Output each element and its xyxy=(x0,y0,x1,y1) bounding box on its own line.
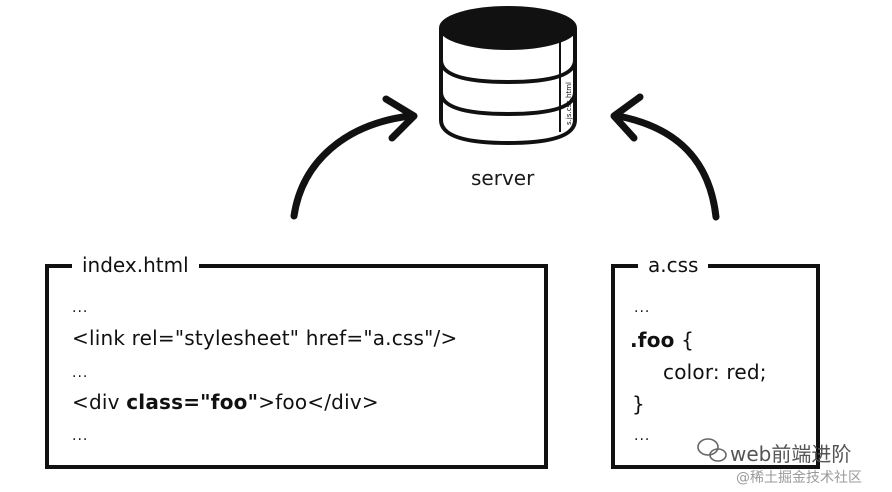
arrow-right-to-server xyxy=(610,93,720,221)
css-line-1: ... xyxy=(634,300,651,316)
a-css-title: a.css xyxy=(638,253,709,277)
database-icon xyxy=(439,6,577,145)
a-css-box xyxy=(611,264,820,469)
watermark-site: @稀土掘金技术社区 xyxy=(736,470,862,486)
css-line-2-bold: .foo xyxy=(630,328,675,352)
disk-side-text: s.js.css.html xyxy=(565,82,573,125)
html-line-3: ... xyxy=(72,365,89,381)
css-line-2: .foo { xyxy=(630,328,694,352)
arrow-left-to-server xyxy=(290,95,418,220)
index-html-box xyxy=(45,264,548,469)
css-line-3: color: red; xyxy=(663,360,767,384)
html-line-2: <link rel="stylesheet" href="a.css"/> xyxy=(72,326,458,350)
html-line-4-bold: class="foo" xyxy=(126,390,259,414)
html-line-1: ... xyxy=(72,300,89,316)
server-label: server xyxy=(471,166,535,190)
wechat-icon xyxy=(697,438,727,462)
watermark-channel: web前端进阶 xyxy=(730,442,852,466)
css-line-2-post: { xyxy=(674,328,695,352)
css-line-4: } xyxy=(632,392,645,416)
html-line-4-post: >foo</div> xyxy=(258,390,379,414)
css-line-5: ... xyxy=(634,428,651,444)
html-line-4: <div class="foo">foo</div> xyxy=(72,390,379,414)
html-line-4-pre: <div xyxy=(72,390,127,414)
html-line-5: ... xyxy=(72,428,89,444)
index-html-title: index.html xyxy=(72,253,199,277)
